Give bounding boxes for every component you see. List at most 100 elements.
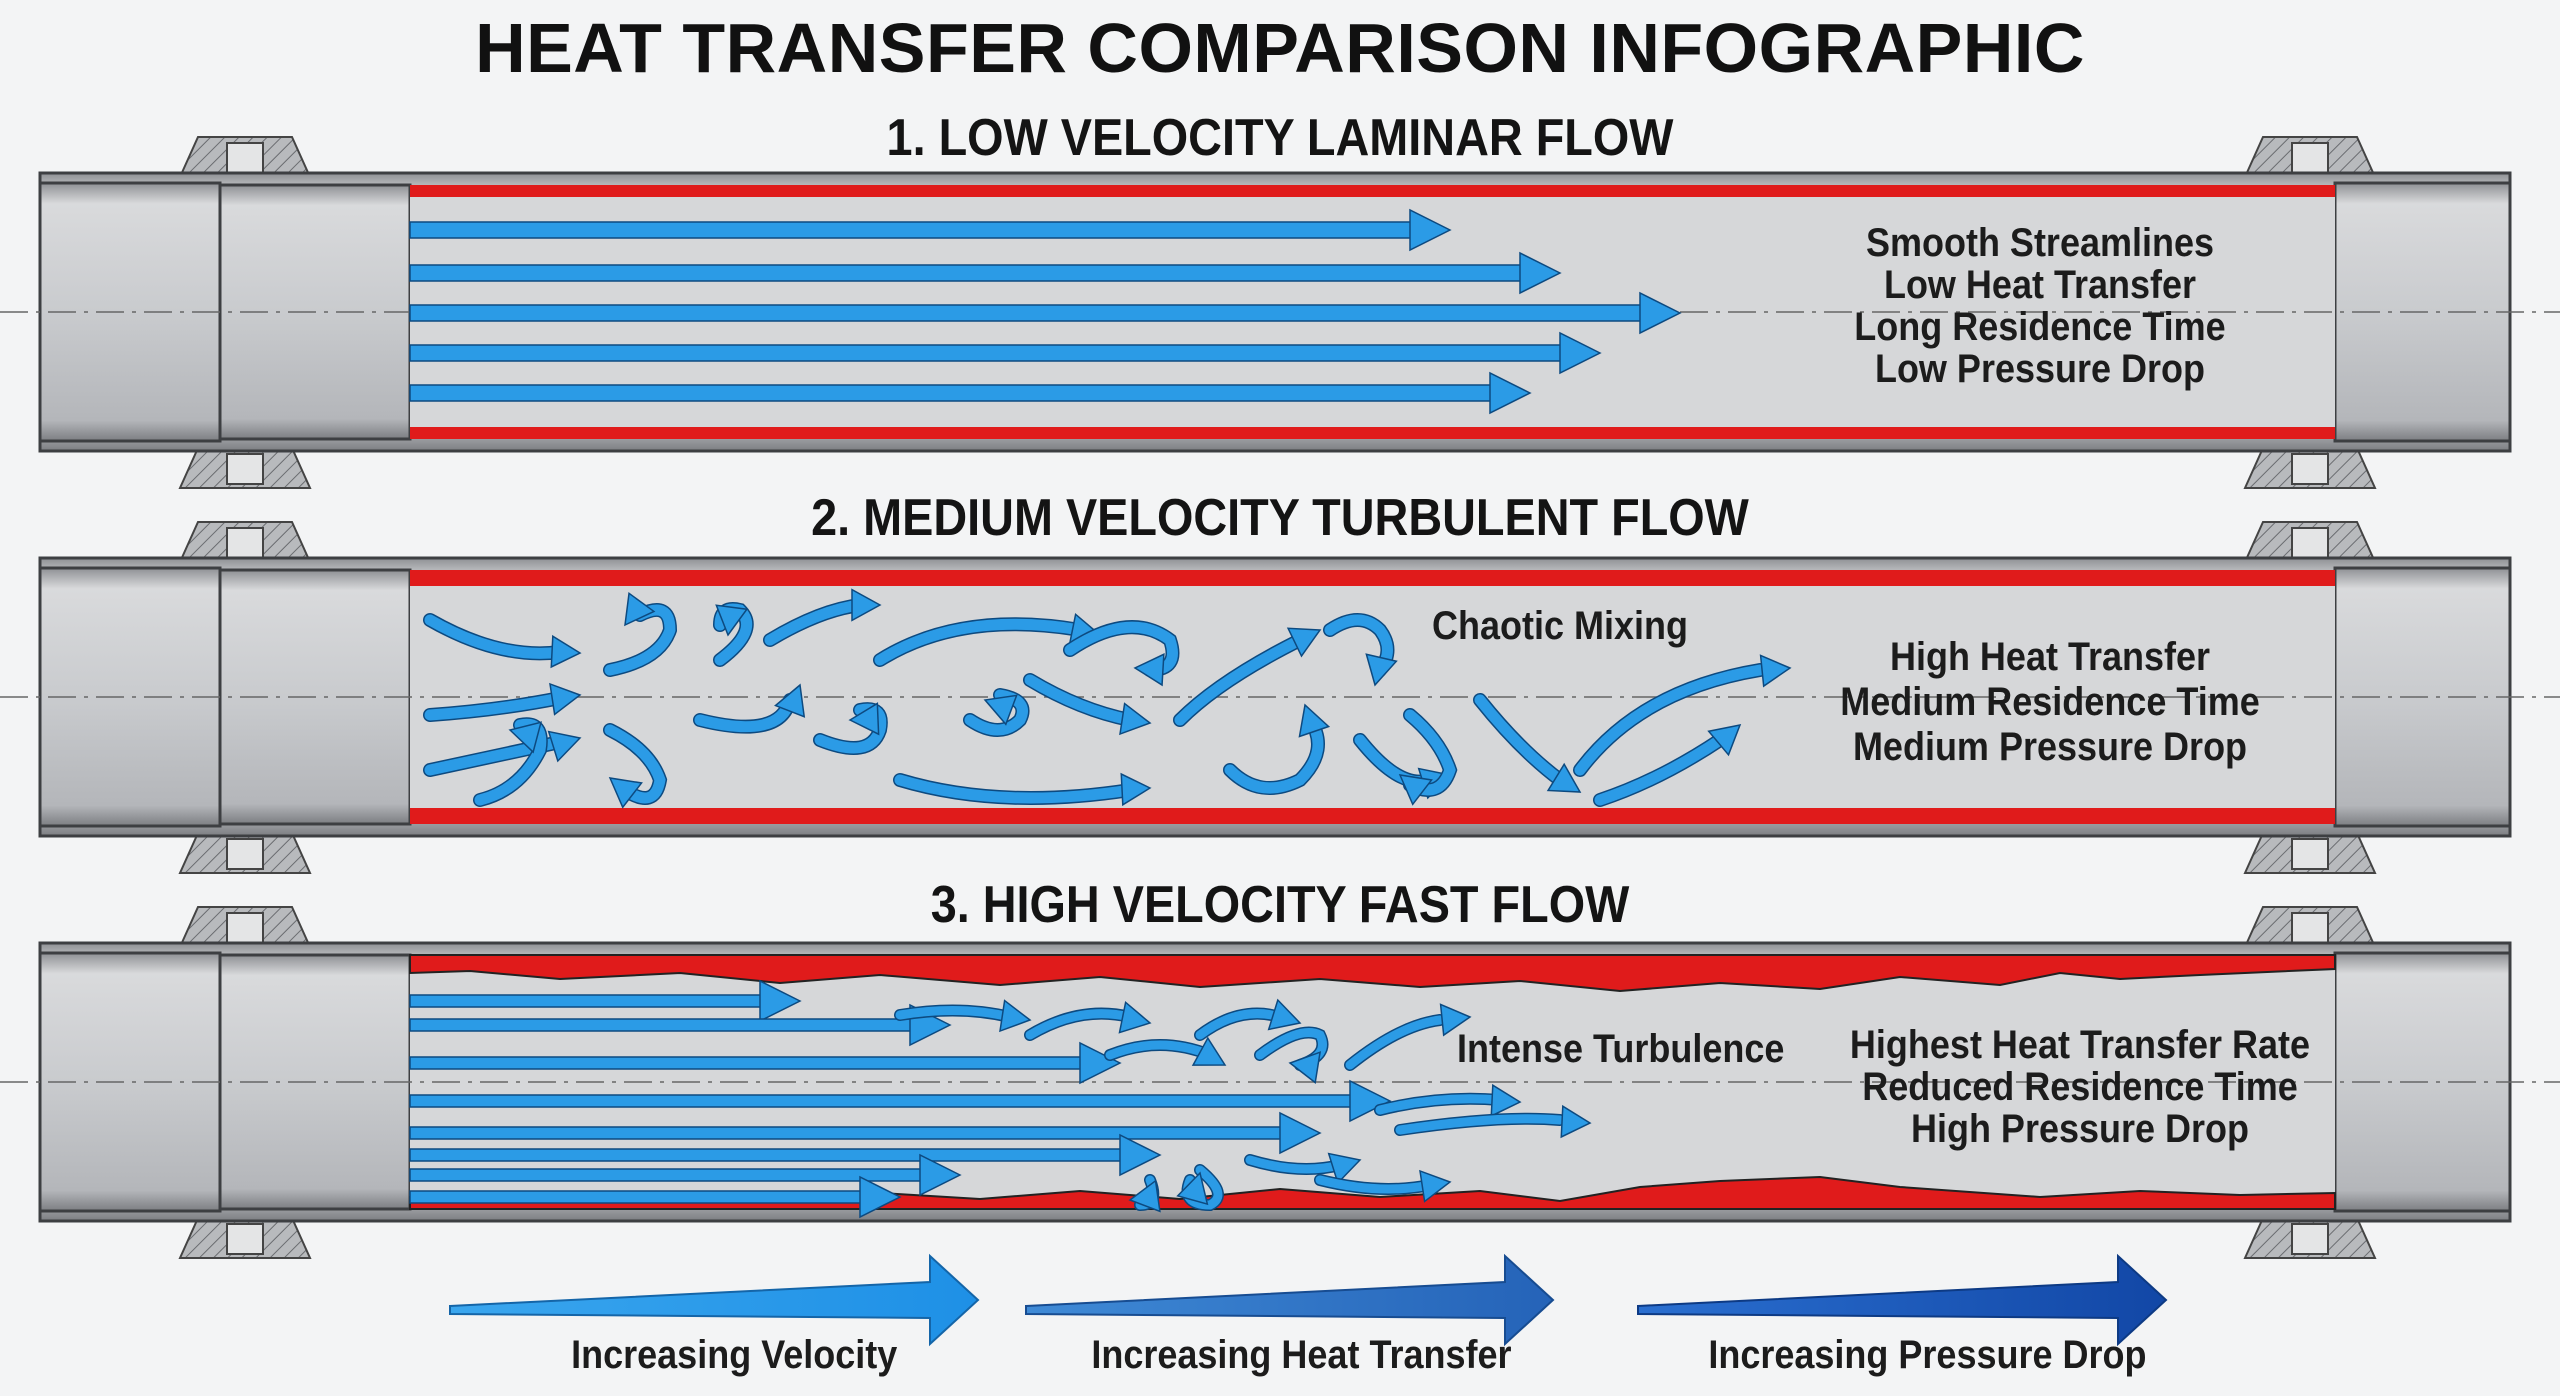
bolt — [226, 527, 264, 559]
flow-swirl — [1375, 1094, 1505, 1115]
flow-arrowhead — [1490, 1083, 1522, 1118]
flow-arrowhead — [1349, 1079, 1392, 1123]
flow-swirl — [1315, 1175, 1435, 1194]
flow-arrowhead — [1288, 1051, 1322, 1084]
flow-arrow — [409, 1148, 1131, 1162]
section-2-heading: 2. MEDIUM VELOCITY TURBULENT FLOW — [811, 489, 1749, 547]
flow-arrowhead — [1191, 1036, 1227, 1066]
property-text: High Pressure Drop — [1910, 1107, 2250, 1151]
bolt — [2291, 142, 2329, 174]
flow-arrowhead — [1119, 1133, 1162, 1177]
flow-arrowhead — [983, 694, 1018, 726]
flow-arrowhead — [715, 604, 749, 637]
flow-arrowhead — [1286, 627, 1322, 658]
bolt — [226, 912, 264, 944]
bolt — [226, 838, 264, 870]
property-text: Long Residence Time — [1854, 305, 2226, 349]
flow-arrowhead — [1519, 251, 1562, 295]
flow-arrow — [409, 994, 771, 1008]
flow-swirl — [424, 614, 566, 659]
flow-swirl — [1174, 634, 1306, 726]
property-text: Low Pressure Drop — [1874, 347, 2206, 391]
flow-arrow — [409, 1094, 1361, 1108]
flow-swirl — [1024, 674, 1136, 726]
property-text: Reduced Residence Time — [1862, 1065, 2298, 1109]
flow-arrow — [409, 221, 1421, 239]
flow-arrowhead — [848, 702, 880, 736]
section-1-heading: 1. LOW VELOCITY LAMINAR FLOW — [886, 109, 1674, 167]
flow-arrowhead — [1128, 1179, 1161, 1213]
section-3-heading: 3. HIGH VELOCITY FAST FLOW — [930, 876, 1630, 934]
heated-wall — [410, 427, 2335, 439]
flow-swirl — [1594, 734, 1726, 806]
bolt — [2291, 838, 2329, 870]
bolt — [2291, 453, 2329, 485]
flow-arrowhead — [919, 1153, 962, 1197]
flow-swirl — [1224, 714, 1324, 794]
flow-arrowhead — [1298, 703, 1331, 738]
pipe-turbulent — [0, 520, 2560, 875]
flow-swirl — [1345, 1015, 1445, 1070]
flow-arrowhead — [1119, 702, 1152, 736]
flow-arrow — [409, 384, 1501, 402]
flow-arrowhead — [859, 1175, 902, 1219]
property-text: Medium Residence Time — [1840, 680, 2260, 724]
flow-swirl — [1474, 694, 1566, 786]
trend-arrows — [449, 1253, 2168, 1347]
flow-arrowhead — [1489, 371, 1532, 415]
flow-swirl — [424, 692, 566, 721]
flow-arrowhead — [1439, 1003, 1472, 1037]
section-3-properties: Highest Heat Transfer Rate Reduced Resid… — [1810, 1024, 2350, 1150]
bolt — [2291, 527, 2329, 559]
flow-arrowhead — [1120, 772, 1152, 807]
flow-arrow — [409, 1168, 931, 1182]
flow-swirl — [604, 724, 666, 804]
pipe-laminar — [0, 135, 2560, 490]
pressure-drop-trend-label: Increasing Pressure Drop — [1708, 1333, 2147, 1377]
flow-arrow — [409, 264, 1531, 282]
flow-arrowhead — [1546, 762, 1582, 793]
velocity-trend-label: Increasing Velocity — [571, 1333, 898, 1377]
flow-arrowhead — [508, 721, 543, 754]
flow-arrowhead — [1559, 331, 1602, 375]
flow-swirl — [894, 774, 1136, 804]
flow-arrowhead — [1279, 1111, 1322, 1155]
flow-arrowhead — [774, 683, 806, 718]
flow-arrow — [409, 1056, 1091, 1070]
flow-arrowhead — [1118, 1000, 1152, 1034]
flow-arrow — [409, 1126, 1291, 1140]
property-text: High Heat Transfer — [1889, 635, 2211, 679]
flow-arrow — [409, 344, 1571, 362]
flow-arrowhead — [1079, 1041, 1122, 1085]
heated-wall — [410, 570, 2335, 586]
heat-transfer-trend-label: Increasing Heat Transfer — [1091, 1333, 1512, 1377]
flow-arrowhead — [549, 682, 582, 716]
flow-arrowhead — [759, 979, 802, 1023]
heated-wall — [410, 185, 2335, 197]
heated-wall — [409, 954, 2336, 993]
flow-swirl — [1064, 621, 1178, 676]
flow-arrowhead — [1639, 291, 1682, 335]
flow-arrowhead — [1327, 1152, 1362, 1185]
flow-arrowhead — [624, 591, 656, 627]
flow-arrowhead — [1560, 1104, 1592, 1139]
flow-arrow — [409, 304, 1651, 322]
flow-arrowhead — [547, 730, 582, 763]
flow-swirl — [1195, 1009, 1285, 1040]
flow-arrowhead — [1759, 654, 1792, 688]
property-text: Highest Heat Transfer Rate — [1849, 1023, 2311, 1067]
section-3-region-label: Intense Turbulence — [1457, 1027, 1785, 1071]
heat-transfer-trend-arrow — [1025, 1253, 1555, 1347]
main-title: HEAT TRANSFER COMPARISON INFOGRAPHIC — [475, 9, 2085, 87]
bolt — [226, 453, 264, 485]
pressure-drop-trend-arrow — [1637, 1253, 2168, 1347]
section-2-region-label: Chaotic Mixing — [1432, 604, 1689, 648]
flow-arrow — [409, 1018, 921, 1032]
bolt — [226, 142, 264, 174]
section-1-properties: Smooth Streamlines Low Heat Transfer Lon… — [1788, 222, 2292, 390]
flow-swirl — [1574, 664, 1766, 776]
flow-arrowhead — [1365, 653, 1398, 687]
flow-arrow — [409, 1190, 871, 1204]
flow-swirl — [895, 1005, 1015, 1022]
